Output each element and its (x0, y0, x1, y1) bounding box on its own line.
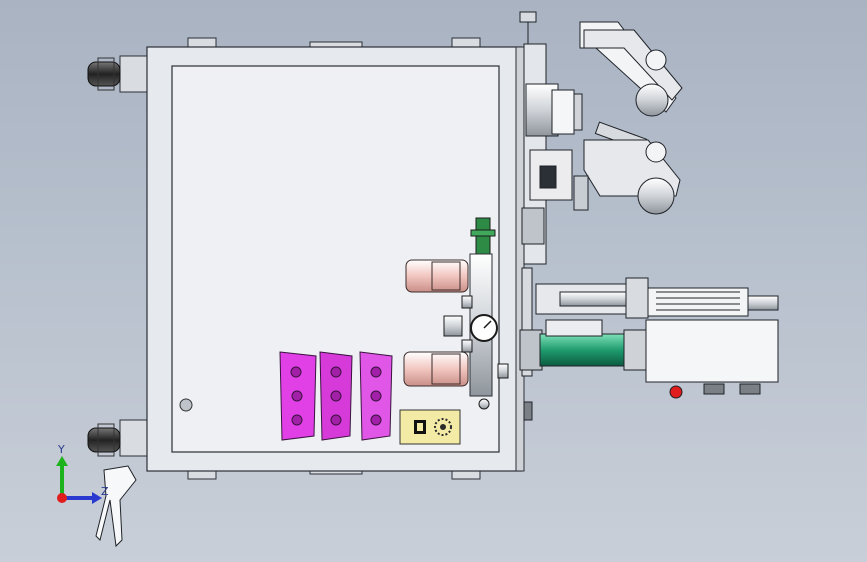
label-applicator-mechanism (519, 11, 683, 265)
air-filter-regulator (403, 217, 509, 410)
triad-z-label: Z (101, 485, 109, 498)
triad-y-label: Y (58, 443, 65, 456)
caster-top (87, 55, 149, 93)
door-lock (179, 398, 193, 412)
caster-bottom (87, 419, 149, 457)
handle-bracket (95, 465, 137, 548)
coordinate-triad (56, 456, 102, 504)
warning-label (399, 409, 461, 445)
triad-origin (57, 493, 67, 503)
pneumatic-cylinder-assembly (519, 267, 779, 421)
label-plates (279, 351, 393, 441)
